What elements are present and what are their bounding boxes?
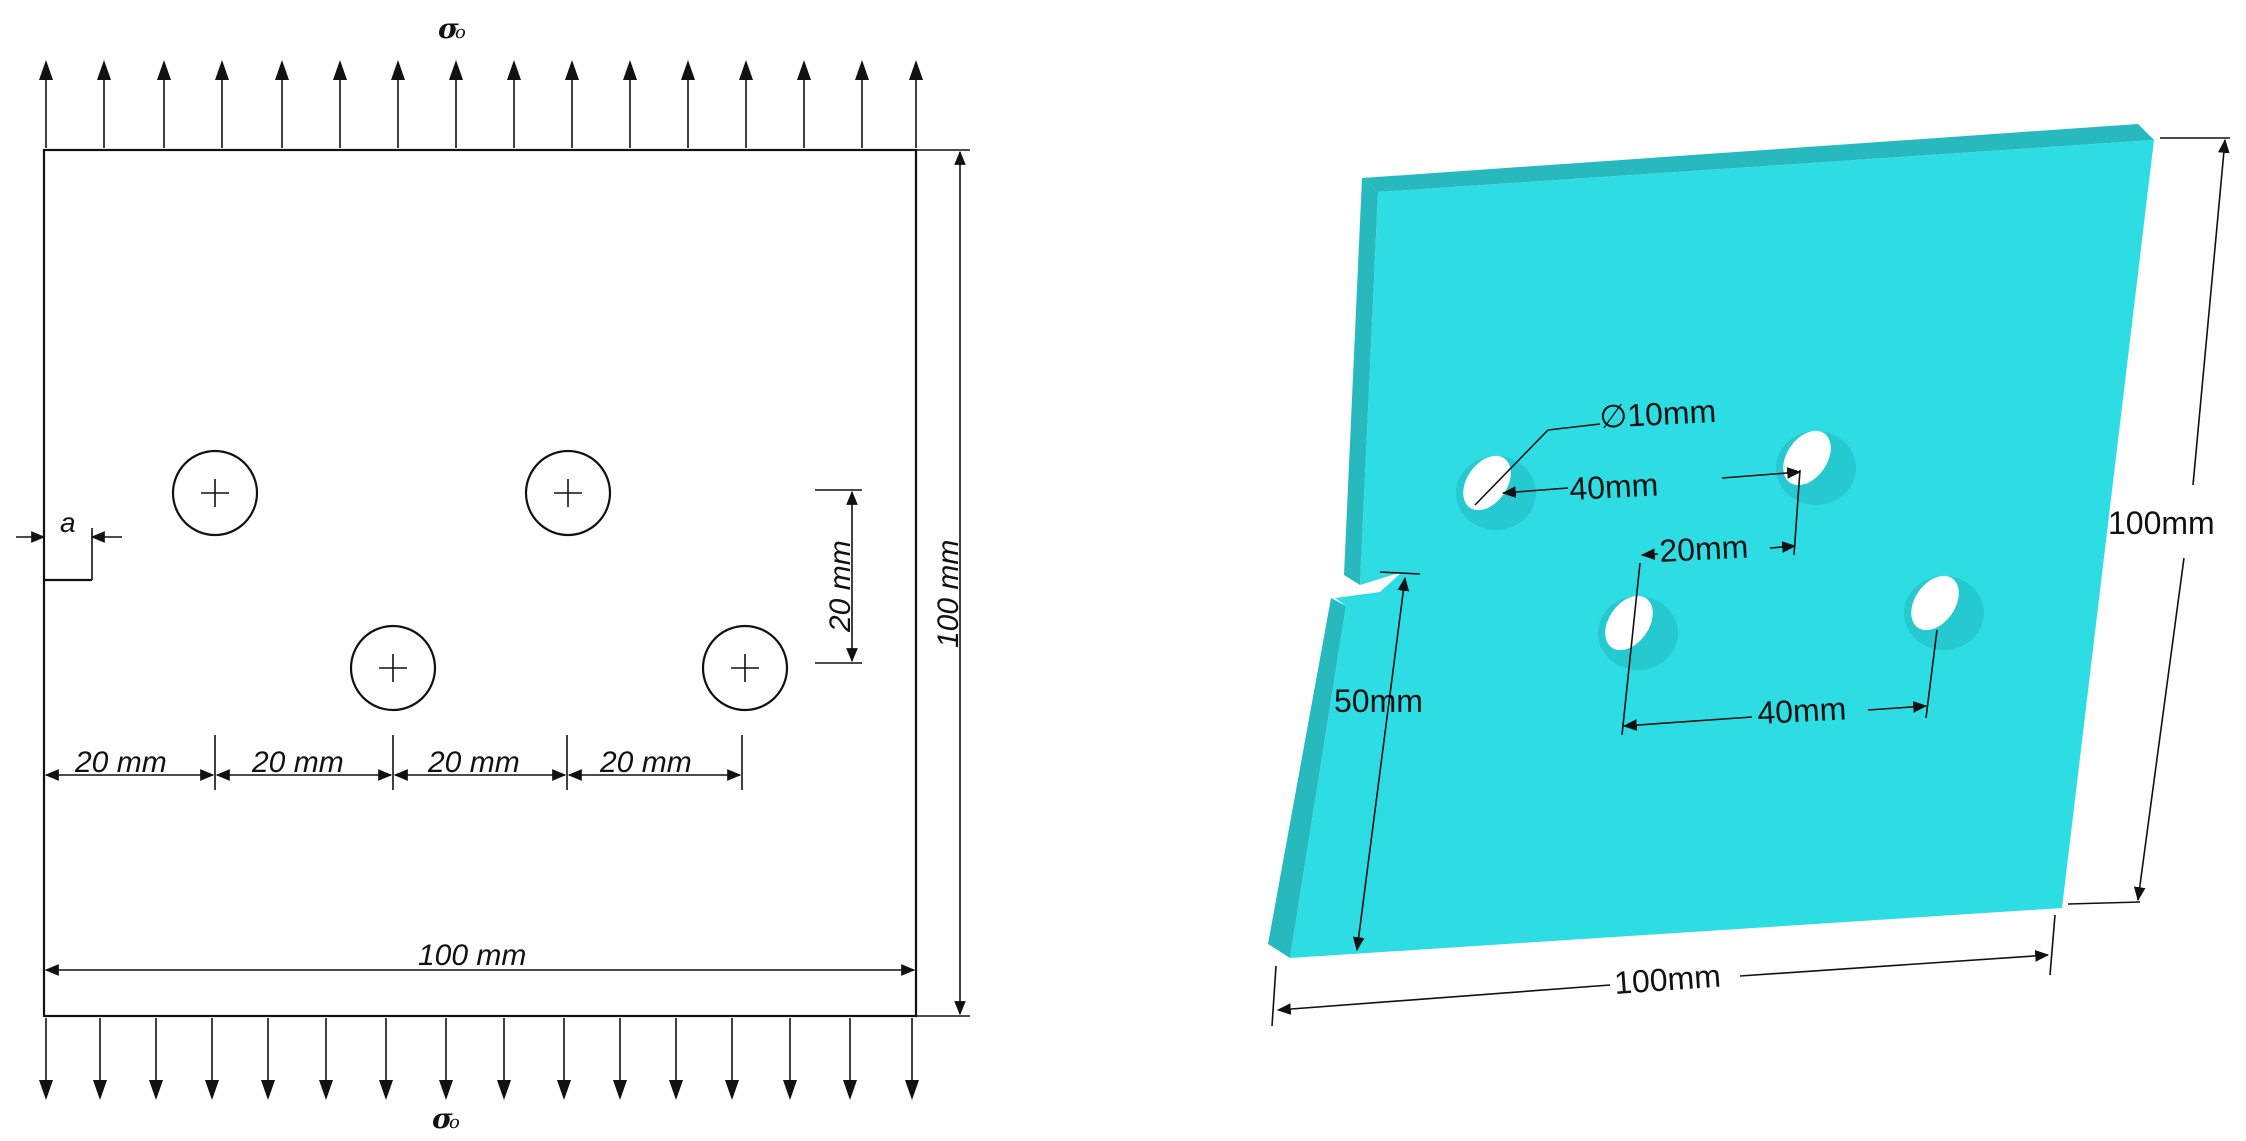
dims-3d: ∅10mm 40mm 20mm 40mm 50mm	[1271, 137, 2230, 1027]
height-label: 100 mm	[932, 540, 965, 648]
crack-length-label: a	[60, 507, 76, 538]
bottom-load-arrows	[39, 1018, 919, 1100]
bottom-load-arrow	[149, 1018, 163, 1100]
bottom-load-arrow	[497, 1018, 511, 1100]
bottom-load-arrow	[669, 1018, 683, 1100]
plate-top-edge-face	[1362, 124, 2154, 192]
edge-crack: a	[16, 507, 122, 582]
top-load-arrow	[157, 60, 171, 148]
top-load-arrow	[449, 60, 463, 148]
top-load-arrow	[333, 60, 347, 148]
top-load-arrow	[739, 60, 753, 148]
top-load-arrow	[623, 60, 637, 148]
bottom-load-arrow	[725, 1018, 739, 1100]
bottom-load-arrow	[93, 1018, 107, 1100]
bottom-load-arrow	[39, 1018, 53, 1100]
spacing-label-2: 20 mm	[251, 746, 344, 779]
bottom-load-arrow	[205, 1018, 219, 1100]
right-panel-3d-view: ∅10mm 40mm 20mm 40mm 50mm	[1268, 124, 2230, 1027]
width-dim: 100 mm	[44, 939, 916, 976]
height-dim: 100 mm	[916, 149, 970, 1017]
top-stress-subscript: o	[455, 22, 466, 43]
top-load-arrow	[275, 60, 289, 148]
width-label: 100 mm	[418, 939, 526, 972]
holes-2d	[171, 449, 789, 712]
vertical-spacing-dim: 20 mm	[815, 489, 862, 664]
top-load-arrow	[391, 60, 405, 148]
hole-2d	[701, 624, 789, 712]
hole-3d	[1904, 575, 1984, 650]
spacing-label-4: 20 mm	[599, 746, 692, 779]
plate-outline	[42, 148, 918, 1018]
horizontal-spacing-dims: 20 mm 20 mm 20 mm 20 mm	[44, 735, 743, 790]
top-load-arrow	[681, 60, 695, 148]
top-load-arrow	[797, 60, 811, 148]
bottom-spacing-label: 40mm	[1756, 690, 1847, 731]
vertical-spacing-label: 20 mm	[824, 540, 857, 633]
bottom-load-arrow	[319, 1018, 333, 1100]
bottom-load-arrow	[905, 1018, 919, 1100]
top-load-arrows	[39, 60, 923, 148]
plate-width-label: 100mm	[1613, 958, 1722, 1001]
left-panel-2d-sketch: σ o a 20 mm 20 mm 20 mm	[16, 12, 970, 1135]
bottom-load-arrow	[613, 1018, 627, 1100]
plate-left-edge-face-lower	[1268, 598, 1346, 958]
top-load-arrow	[97, 60, 111, 148]
hole-2d	[171, 449, 259, 537]
top-load-arrow	[909, 60, 923, 148]
bottom-load-arrow	[783, 1018, 797, 1100]
diameter-label: ∅10mm	[1598, 393, 1717, 435]
hole-2d	[524, 449, 612, 537]
bottom-stress-subscript: o	[449, 1112, 460, 1133]
plate-height-label: 100mm	[2108, 505, 2215, 541]
hole-2d	[349, 624, 437, 712]
bottom-load-arrow	[439, 1018, 453, 1100]
top-load-arrow	[507, 60, 521, 148]
bottom-load-arrow	[843, 1018, 857, 1100]
plate-front-face	[1290, 140, 2154, 958]
offset-label: 20mm	[1658, 528, 1749, 569]
top-load-arrow	[215, 60, 229, 148]
top-load-arrow	[565, 60, 579, 148]
bottom-load-arrow	[261, 1018, 275, 1100]
top-stress-symbol: σ	[438, 12, 459, 45]
top-load-arrow	[855, 60, 869, 148]
hole-3d	[1598, 595, 1678, 670]
top-load-arrow	[39, 60, 53, 148]
top-spacing-label: 40mm	[1568, 466, 1659, 507]
spacing-label-1: 20 mm	[74, 746, 167, 779]
bottom-stress-symbol: σ	[432, 1102, 453, 1135]
plate-left-edge-face-upper	[1344, 178, 1378, 585]
bottom-load-arrow	[557, 1018, 571, 1100]
holes-3d	[1456, 430, 1984, 670]
hole-3d	[1456, 455, 1536, 530]
bottom-load-arrow	[379, 1018, 393, 1100]
spacing-label-3: 20 mm	[427, 746, 520, 779]
notch-height-label: 50mm	[1334, 683, 1423, 719]
